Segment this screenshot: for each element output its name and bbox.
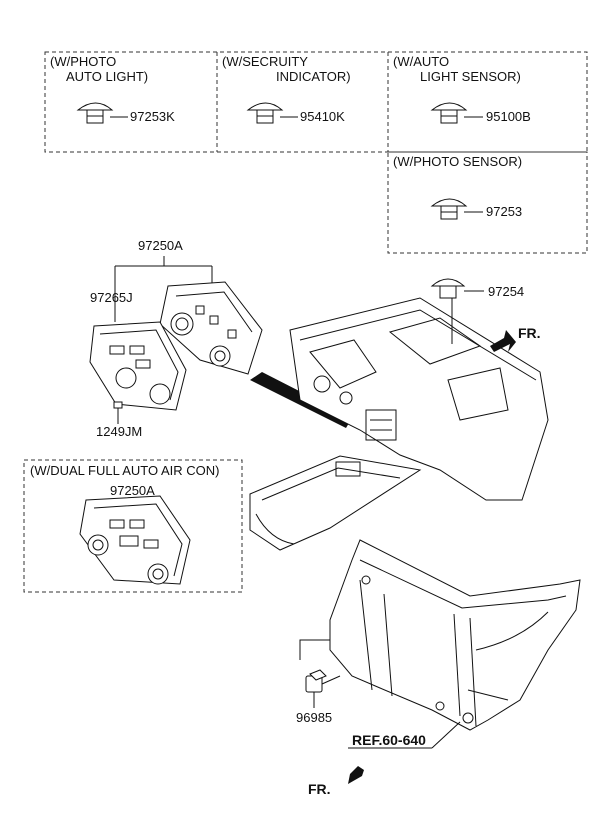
part-97250A-dual-label: 97250A bbox=[110, 483, 155, 498]
callout-security-line2: INDICATOR) bbox=[276, 69, 351, 84]
part-97253K-label: 97253K bbox=[130, 109, 175, 124]
callout-dual-auto-line1: (W/DUAL FULL AUTO AIR CON) bbox=[30, 463, 220, 478]
callout-auto-light-line1: (W/AUTO bbox=[393, 54, 449, 69]
screw-1249JM bbox=[113, 401, 123, 420]
front-arrow-icon bbox=[490, 330, 516, 352]
option-box-dual-auto bbox=[23, 459, 243, 593]
front-end-module bbox=[299, 539, 581, 731]
callout-photo-auto-light-line2: AUTO LIGHT) bbox=[66, 69, 148, 84]
part-97254-label: 97254 bbox=[488, 284, 524, 299]
part-95100B-label: 95100B bbox=[486, 109, 531, 124]
sensor-97253 bbox=[430, 198, 468, 220]
option-box-top bbox=[44, 51, 588, 153]
control-panel-97265J bbox=[89, 321, 187, 411]
part-95410K-label: 95410K bbox=[300, 109, 345, 124]
callout-photo-auto-light-line1: (W/PHOTO bbox=[50, 54, 116, 69]
callout-auto-light-line2: LIGHT SENSOR) bbox=[420, 69, 521, 84]
reference-label: REF.60-640 bbox=[352, 732, 426, 748]
front-arrow-icon-bottom bbox=[348, 766, 364, 784]
sensor-97254 bbox=[430, 278, 466, 299]
sensor-95100B bbox=[430, 102, 468, 124]
part-97250A-label: 97250A bbox=[138, 238, 183, 253]
sensor-96985 bbox=[305, 669, 327, 693]
part-97265J-label: 97265J bbox=[90, 290, 133, 305]
callout-photo-sensor-line1: (W/PHOTO SENSOR) bbox=[393, 154, 522, 169]
center-console bbox=[249, 455, 422, 551]
direction-label-bottom: FR. bbox=[308, 781, 331, 797]
part-1249JM-label: 1249JM bbox=[96, 424, 142, 439]
dual-auto-control-panel bbox=[79, 495, 191, 585]
callout-security-line1: (W/SECRUITY bbox=[222, 54, 308, 69]
sensor-97253K bbox=[76, 102, 114, 124]
direction-label-top: FR. bbox=[518, 325, 541, 341]
option-box-photo-sensor bbox=[387, 151, 588, 254]
indicator-95410K bbox=[246, 102, 284, 124]
part-96985-label: 96985 bbox=[296, 710, 332, 725]
part-97253-label: 97253 bbox=[486, 204, 522, 219]
heater-control-housing bbox=[159, 281, 263, 375]
